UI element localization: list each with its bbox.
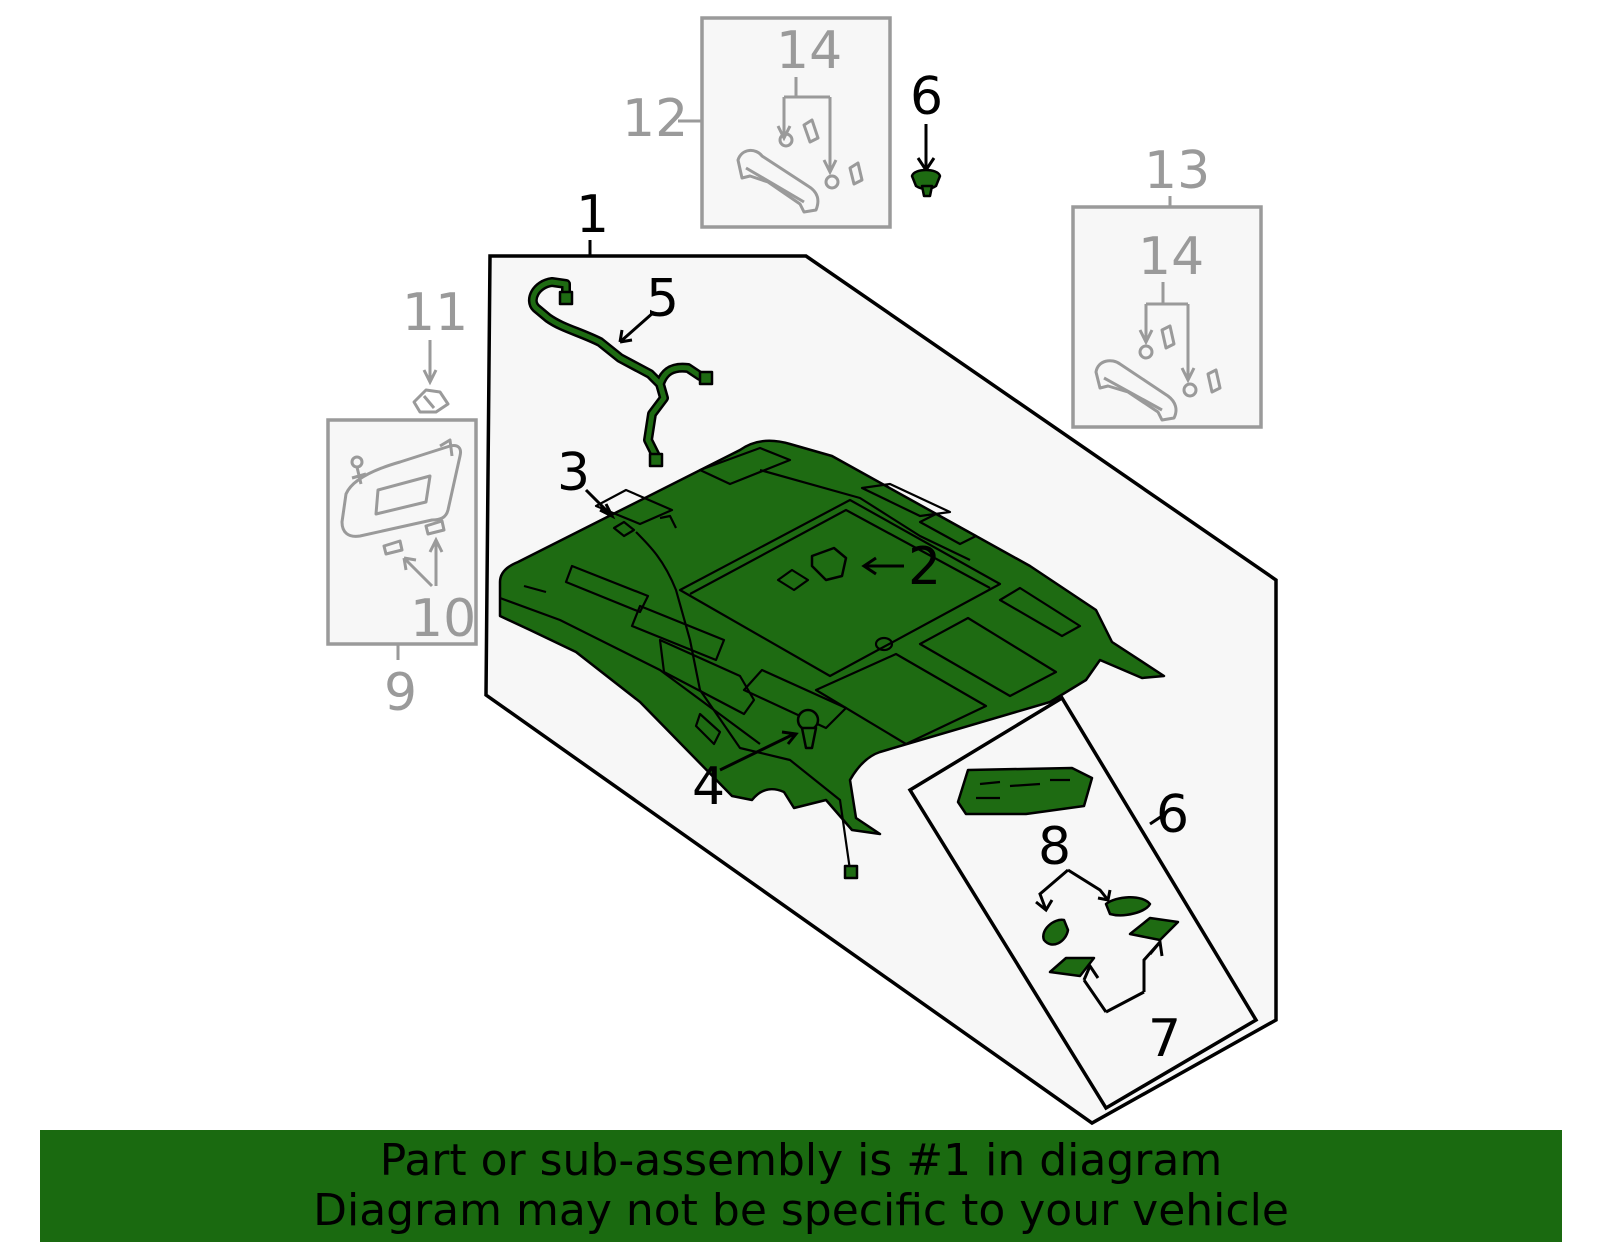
- callout-11: 11: [402, 283, 468, 343]
- callout-14-b: 14: [1138, 227, 1204, 287]
- callout-6-box: 6: [1156, 785, 1189, 845]
- box-6-console: [907, 695, 1259, 1111]
- box-9: [326, 418, 478, 660]
- callout-7: 7: [1148, 1009, 1181, 1069]
- callout-14-a: 14: [776, 21, 842, 81]
- headliner-panel: [498, 439, 1166, 880]
- banner-line-1: Part or sub-assembly is #1 in diagram: [379, 1135, 1223, 1186]
- part-5-wire-harness: [527, 277, 714, 468]
- callout-6-top: 6: [910, 67, 943, 127]
- callout-12: 12: [622, 89, 688, 149]
- box-13: [1071, 196, 1263, 429]
- callout-8: 8: [1038, 817, 1071, 877]
- callout-9: 9: [384, 663, 417, 723]
- callout-13: 13: [1144, 141, 1210, 201]
- callout-3: 3: [557, 443, 590, 503]
- banner-line-2: Diagram may not be specific to your vehi…: [313, 1185, 1289, 1236]
- part-6-clip: [910, 124, 942, 198]
- info-banner: Part or sub-assembly is #1 in diagram Di…: [40, 1130, 1562, 1242]
- callout-10: 10: [410, 589, 476, 649]
- part-11-clip: [412, 340, 450, 414]
- callout-2: 2: [908, 537, 941, 597]
- box-12: [678, 16, 892, 229]
- callout-4: 4: [692, 757, 725, 817]
- callout-1: 1: [576, 185, 609, 245]
- callout-5: 5: [646, 269, 679, 329]
